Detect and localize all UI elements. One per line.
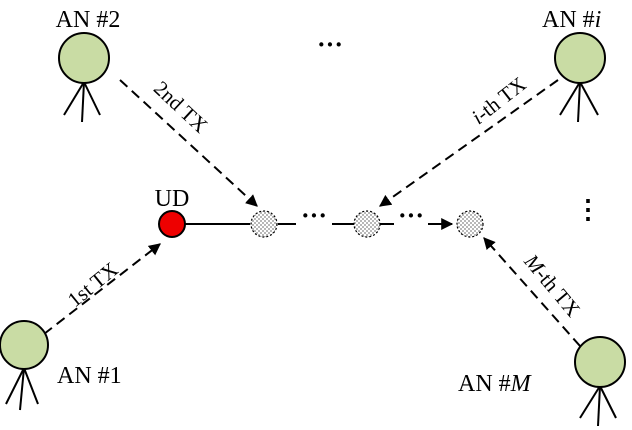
ellipsis-anchors-top: ··· bbox=[317, 30, 343, 59]
tx-label-2: 2nd TX bbox=[149, 76, 212, 137]
transmission-links bbox=[43, 79, 581, 347]
position-marker-m bbox=[456, 210, 484, 238]
ellipsis-anchors-right: ⋮ bbox=[575, 195, 601, 224]
position-markers bbox=[250, 210, 484, 238]
position-marker-2 bbox=[250, 210, 278, 238]
tx-label-i: i-th TX bbox=[467, 72, 531, 129]
tx-arrow-i bbox=[379, 79, 559, 207]
ellipsis-trajectory-1: ··· bbox=[301, 201, 327, 230]
user-device-label: UD bbox=[155, 186, 190, 212]
anchor-node-2 bbox=[58, 32, 110, 123]
anchor-node-circle bbox=[58, 32, 110, 84]
antenna-icon bbox=[579, 385, 617, 427]
position-marker-i bbox=[353, 210, 381, 238]
antenna-icon bbox=[559, 81, 599, 123]
anchor-node-i bbox=[554, 32, 606, 123]
tx-label-m: M-th TX bbox=[519, 249, 585, 322]
tx-label-1: 1st TX bbox=[63, 257, 123, 312]
anchor-node-circle bbox=[554, 32, 606, 84]
antenna-icon bbox=[63, 81, 101, 123]
anchor-label-i: AN #i bbox=[542, 7, 601, 33]
anchor-label-2: AN #2 bbox=[56, 7, 121, 33]
antenna-icon bbox=[5, 367, 39, 411]
tx-arrow-m bbox=[483, 237, 581, 347]
tx-arrow-1 bbox=[43, 243, 161, 335]
anchor-node-m bbox=[574, 336, 626, 427]
anchor-label-m: AN #M bbox=[458, 371, 533, 397]
anchor-node-circle bbox=[574, 336, 626, 388]
anchor-label-1: AN #1 bbox=[57, 363, 122, 389]
anchor-node-1 bbox=[0, 320, 49, 411]
anchor-node-circle bbox=[0, 320, 49, 370]
user-device-dot bbox=[158, 210, 186, 238]
ellipsis-trajectory-2: ··· bbox=[398, 201, 424, 230]
